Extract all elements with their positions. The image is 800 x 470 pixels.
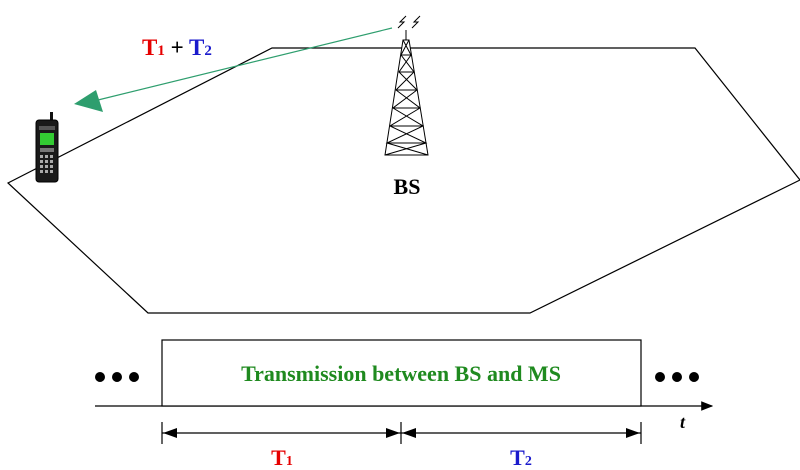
interval-label-t1-sub: 1 bbox=[286, 454, 293, 469]
ellipsis-dots-icon bbox=[95, 372, 139, 382]
interval-label-t2-letter: T bbox=[510, 445, 525, 470]
interval-label-t2: T2 bbox=[510, 445, 532, 470]
cell-hexagon bbox=[6, 47, 800, 314]
transmission-box-label: Transmission between BS and MS bbox=[241, 361, 561, 386]
arrow-label-t2-sub: 2 bbox=[204, 43, 212, 59]
arrow-label-t2: T bbox=[189, 35, 204, 60]
arrow-label-t1: T bbox=[142, 35, 157, 60]
base-station-tower-icon bbox=[384, 15, 429, 156]
interval-label-t1-letter: T bbox=[271, 445, 286, 470]
arrow-label-t1-sub: 1 bbox=[157, 43, 165, 59]
transmission-box bbox=[161, 339, 642, 407]
arrow-label: T1 + T2 bbox=[142, 35, 212, 60]
bs-label: BS bbox=[394, 174, 421, 199]
interval-label-t2-sub: 2 bbox=[525, 454, 532, 469]
ellipsis-dots-icon bbox=[655, 372, 699, 382]
interval-label-t1: T1 bbox=[271, 445, 293, 470]
time-axis-label: t bbox=[680, 412, 686, 432]
arrow-label-plus: + bbox=[165, 35, 189, 60]
signal-arrow bbox=[74, 27, 393, 112]
interval-arrowheads bbox=[163, 428, 640, 438]
interval-markers bbox=[161, 422, 642, 444]
mobile-phone-icon bbox=[35, 112, 59, 183]
